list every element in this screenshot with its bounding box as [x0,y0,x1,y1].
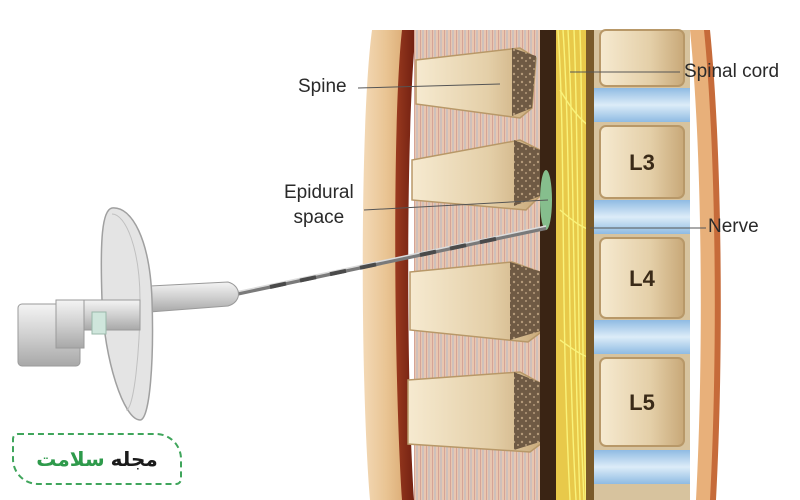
spine-leader-line [357,83,501,89]
vertebra-label-l4: L4 [629,266,655,291]
needle-hub [17,207,239,421]
brand-word-1: مجله [110,447,158,471]
epidural-needle [235,225,547,296]
brand-word-2: سلامت [36,447,105,471]
muscle-layer [395,30,416,500]
epidural-label-line1: Epidural [284,182,354,203]
vertebra-label-l5: L5 [629,390,655,415]
spinal-cord-label: Spinal cord [684,61,780,82]
nerve-fibers [557,29,597,500]
brand-logo: مجله سلامت [12,433,182,485]
epidural-space-label: Epidural space [284,180,354,230]
anterior-tissue [690,30,717,500]
vertebra-label-l3: L3 [629,150,655,175]
spinous-processes [407,47,547,453]
epidural-label-line2: space [293,207,345,228]
spinal-cord-edge [586,30,594,500]
nerve-label: Nerve [708,216,759,237]
epidural-leader-line [363,199,549,211]
dura-mater [540,30,556,500]
intervertebral-discs [594,88,690,484]
spine-label: Spine [298,76,347,97]
